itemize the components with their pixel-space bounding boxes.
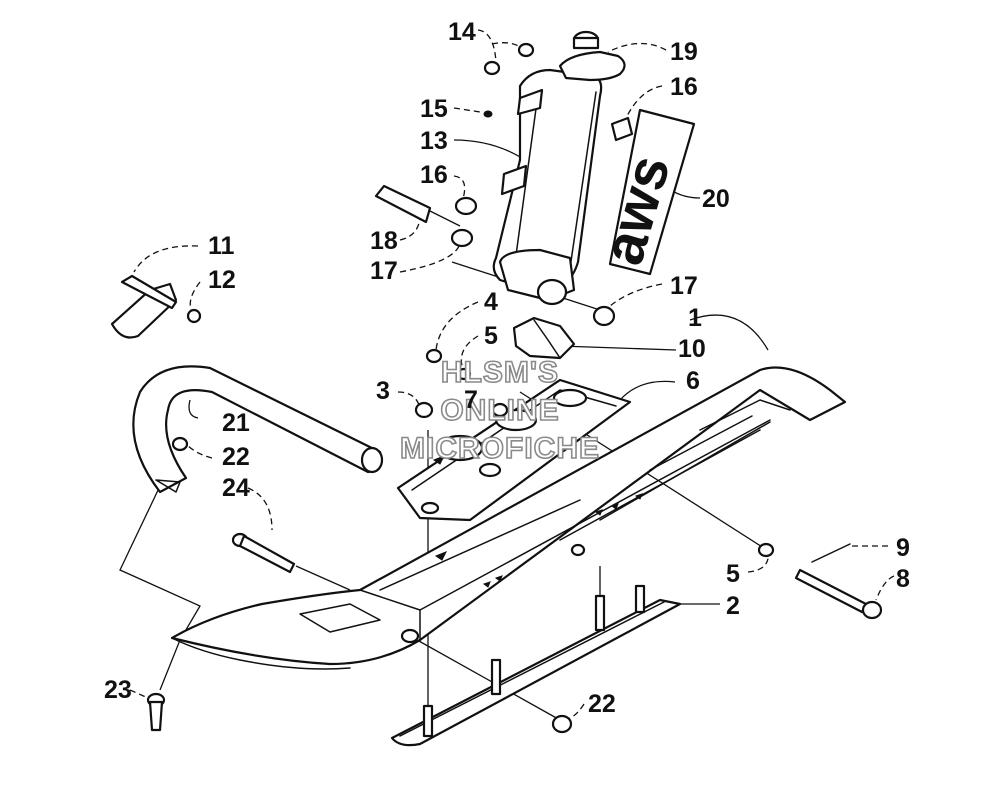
decal-text: aws bbox=[590, 148, 683, 271]
callout-22: 22 bbox=[588, 690, 616, 718]
callout-6: 6 bbox=[686, 367, 700, 395]
ski-saddle-plate bbox=[396, 378, 632, 522]
callout-10: 10 bbox=[678, 335, 706, 363]
nuts bbox=[171, 348, 775, 734]
callout-21: 21 bbox=[222, 409, 250, 437]
spindle bbox=[492, 68, 603, 306]
callout-13: 13 bbox=[420, 127, 448, 155]
callout-3: 3 bbox=[376, 377, 390, 405]
callout-14: 14 bbox=[448, 18, 476, 46]
callout-12: 12 bbox=[208, 266, 236, 294]
watermark-line-2: ONLINE bbox=[440, 394, 559, 427]
callout-7: 7 bbox=[464, 386, 478, 414]
callout-24: 24 bbox=[222, 474, 250, 502]
callout-1: 1 bbox=[688, 304, 702, 332]
callout-16: 16 bbox=[670, 73, 698, 101]
ski-loop bbox=[132, 365, 384, 494]
spindle-block bbox=[512, 316, 576, 360]
bolt-23 bbox=[146, 692, 166, 732]
fasteners-top bbox=[483, 42, 535, 118]
callout-5: 5 bbox=[726, 560, 740, 588]
ski bbox=[170, 366, 847, 670]
bolt-24 bbox=[231, 532, 296, 574]
callout-4: 4 bbox=[484, 288, 498, 316]
callout-22: 22 bbox=[222, 443, 250, 471]
steering-arm bbox=[558, 30, 626, 82]
callout-16: 16 bbox=[420, 161, 448, 189]
callout-8: 8 bbox=[896, 565, 910, 593]
callout-5: 5 bbox=[484, 322, 498, 350]
callout-2: 2 bbox=[726, 592, 740, 620]
bolt-8 bbox=[794, 543, 883, 620]
callout-20: 20 bbox=[702, 185, 730, 213]
aws-decal: aws bbox=[590, 108, 696, 276]
watermark: HLSM'S ONLINE MICROFICHE bbox=[399, 355, 600, 466]
wear-bar bbox=[390, 584, 682, 747]
bushings bbox=[374, 116, 634, 327]
callout-17: 17 bbox=[370, 257, 398, 285]
callout-15: 15 bbox=[420, 95, 448, 123]
watermark-line-3: MICROFICHE bbox=[400, 432, 600, 465]
mount-bracket bbox=[110, 274, 202, 339]
callouts: 14 19 16 15 13 16 20 18 17 11 12 4 17 1 … bbox=[104, 18, 910, 718]
callout-23: 23 bbox=[104, 676, 132, 704]
callout-19: 19 bbox=[670, 38, 698, 66]
watermark-line-1: HLSM'S bbox=[441, 356, 559, 389]
callout-18: 18 bbox=[370, 227, 398, 255]
callout-11: 11 bbox=[208, 232, 235, 260]
callout-9: 9 bbox=[896, 534, 910, 562]
callout-17: 17 bbox=[670, 272, 698, 300]
